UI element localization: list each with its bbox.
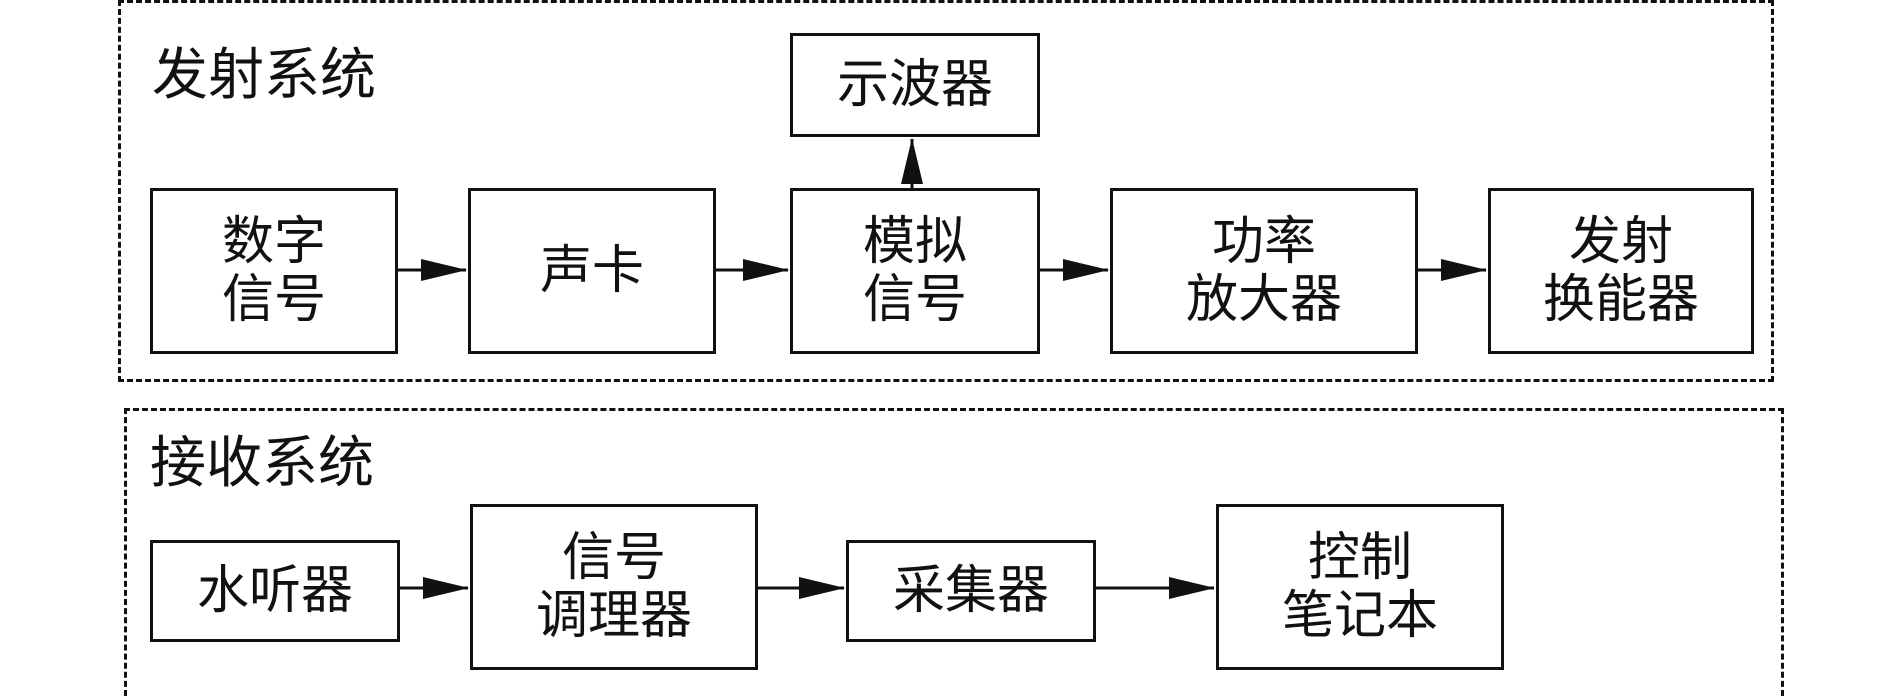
digital-signal-block: 数字 信号 (150, 188, 398, 354)
signal-conditioner-block: 信号 调理器 (470, 504, 758, 670)
signal-conditioner-label: 信号 调理器 (535, 527, 692, 646)
power-amplifier-block: 功率 放大器 (1110, 188, 1418, 354)
collector-label: 采集器 (892, 560, 1049, 621)
oscilloscope-block: 示波器 (790, 33, 1040, 137)
transmit-transducer-label: 发射 换能器 (1542, 211, 1699, 330)
control-laptop-label: 控制 笔记本 (1281, 527, 1438, 646)
receive-system-title: 接收系统 (150, 431, 374, 496)
hydrophone-label: 水听器 (196, 560, 353, 621)
digital-signal-label: 数字 信号 (221, 211, 326, 330)
analog-signal-block: 模拟 信号 (790, 188, 1040, 354)
transmit-system-title: 发射系统 (152, 43, 376, 108)
oscilloscope-label: 示波器 (836, 54, 993, 115)
sound-card-label: 声卡 (539, 240, 644, 301)
receive-system-group (124, 408, 1784, 696)
power-amplifier-label: 功率 放大器 (1185, 211, 1342, 330)
sound-card-block: 声卡 (468, 188, 716, 354)
collector-block: 采集器 (846, 540, 1096, 642)
analog-signal-label: 模拟 信号 (862, 211, 967, 330)
transmit-system-group (118, 0, 1774, 382)
hydrophone-block: 水听器 (150, 540, 400, 642)
transmit-transducer-block: 发射 换能器 (1488, 188, 1754, 354)
control-laptop-block: 控制 笔记本 (1216, 504, 1504, 670)
